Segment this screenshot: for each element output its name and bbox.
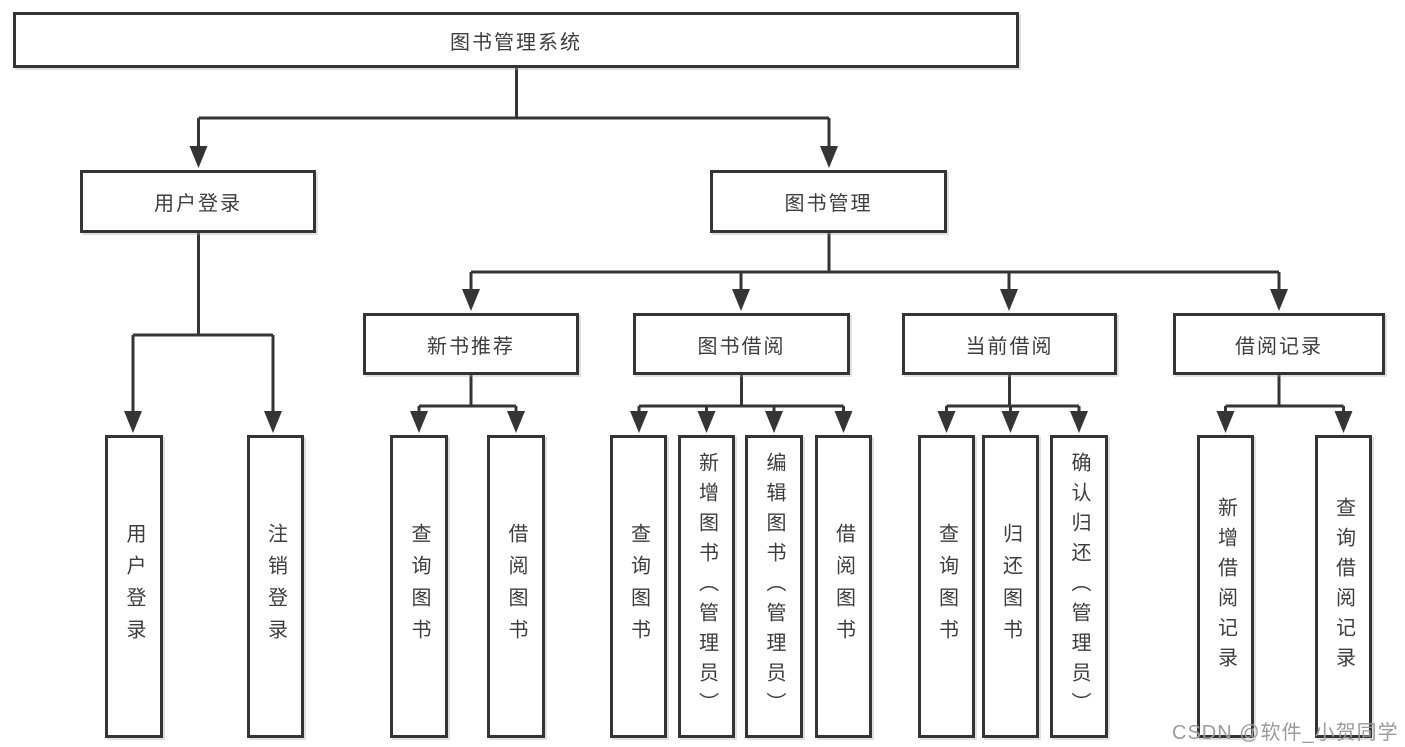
- node-user-login: 用户登录: [80, 170, 316, 233]
- node-current-borrowing-label: 当前借阅: [965, 335, 1054, 358]
- node-library-system: 图书管理系统: [13, 12, 1019, 68]
- leaf-edit-books-admin-label: 编辑图书（管理员）: [763, 451, 785, 722]
- node-borrow-records-label: 借阅记录: [1235, 335, 1323, 358]
- leaf-user-login: 用户登录: [105, 435, 163, 738]
- leaf-query-books-1-label: 查询图书: [408, 522, 430, 651]
- node-book-management: 图书管理: [710, 170, 947, 233]
- node-new-book-recommendation-label: 新书推荐: [427, 335, 515, 358]
- leaf-query-books-3-label: 查询图书: [935, 522, 958, 651]
- leaf-user-login-label: 用户登录: [123, 522, 145, 651]
- node-book-management-label: 图书管理: [784, 193, 873, 215]
- leaf-query-books-3: 查询图书: [918, 435, 975, 738]
- node-new-book-recommendation: 新书推荐: [363, 313, 579, 375]
- leaf-add-borrow-record: 新增借阅记录: [1197, 435, 1254, 738]
- node-library-system-label: 图书管理系统: [450, 31, 582, 54]
- leaf-borrow-books-1-label: 借阅图书: [505, 522, 527, 651]
- leaf-add-borrow-record-label: 新增借阅记录: [1214, 496, 1237, 677]
- leaf-logout: 注销登录: [247, 435, 304, 738]
- leaf-query-borrow-record: 查询借阅记录: [1315, 435, 1372, 738]
- leaf-confirm-return-admin: 确认归还（管理员）: [1050, 435, 1108, 738]
- node-user-login-label: 用户登录: [154, 193, 242, 215]
- leaf-confirm-return-admin-label: 确认归还（管理员）: [1068, 451, 1090, 722]
- leaf-query-books-2: 查询图书: [610, 435, 667, 738]
- leaf-edit-books-admin: 编辑图书（管理员）: [745, 435, 803, 738]
- leaf-add-books-admin-label: 新增图书（管理员）: [695, 451, 718, 722]
- leaf-logout-label: 注销登录: [264, 522, 287, 651]
- leaf-query-books-2-label: 查询图书: [627, 522, 650, 651]
- node-current-borrowing: 当前借阅: [902, 313, 1117, 375]
- node-book-borrowing: 图书借阅: [633, 313, 850, 375]
- csdn-watermark: CSDN @软件_小贺同学: [1172, 722, 1399, 744]
- leaf-borrow-books-2-label: 借阅图书: [832, 522, 855, 651]
- leaf-borrow-books-1: 借阅图书: [487, 435, 545, 738]
- leaf-return-books: 归还图书: [982, 435, 1039, 738]
- leaf-borrow-books-2: 借阅图书: [815, 435, 872, 738]
- leaf-add-books-admin: 新增图书（管理员）: [678, 435, 735, 738]
- leaf-query-borrow-record-label: 查询借阅记录: [1332, 496, 1355, 677]
- leaf-return-books-label: 归还图书: [999, 522, 1022, 651]
- node-borrow-records: 借阅记录: [1173, 313, 1385, 375]
- node-book-borrowing-label: 图书借阅: [697, 335, 786, 358]
- leaf-query-books-1: 查询图书: [390, 435, 448, 738]
